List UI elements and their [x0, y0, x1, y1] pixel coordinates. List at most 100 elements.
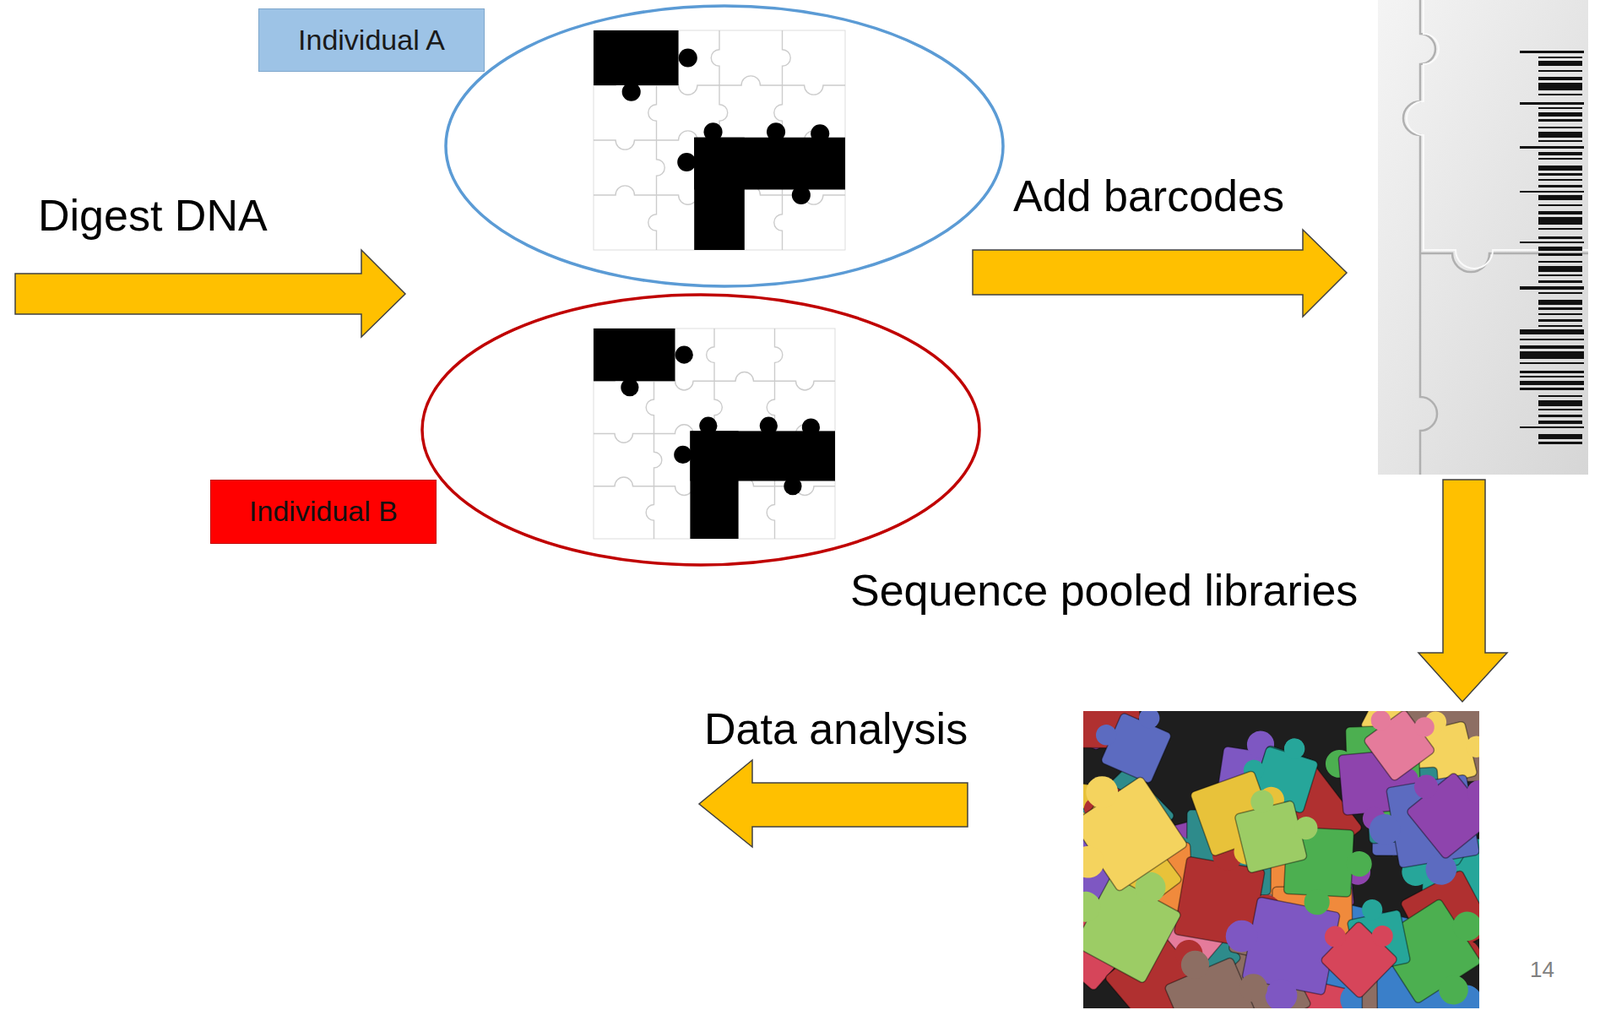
black-knob [810, 124, 830, 143]
piece-body [1234, 800, 1308, 874]
barcode-bar [1519, 329, 1584, 335]
black-piece [593, 30, 679, 86]
black-piece [689, 430, 738, 539]
block-arrow [972, 229, 1347, 317]
barcode-bar [1538, 408, 1583, 411]
black-knob [677, 152, 696, 172]
black-knob [673, 445, 692, 464]
puzzle-piece [1308, 897, 1411, 999]
barcode-bar [1538, 93, 1583, 96]
piece-knob [1463, 733, 1480, 760]
barcode-bar [1538, 76, 1583, 81]
barcode-bar [1538, 56, 1583, 59]
piece-knob [1409, 770, 1443, 804]
barcode-bar [1519, 102, 1584, 105]
barcode-bar [1538, 265, 1583, 272]
barcode-bar [1538, 227, 1583, 230]
barcode-bar [1538, 260, 1583, 263]
barcode-bar [1538, 195, 1583, 201]
barcode-bar [1519, 338, 1584, 341]
barcode-bar [1538, 319, 1583, 322]
barcode-bar [1538, 325, 1583, 327]
label-box: Individual B [210, 479, 437, 544]
piece-knob [1320, 921, 1351, 951]
barcode-bar [1519, 387, 1584, 391]
black-knob [622, 82, 641, 102]
piece-knob [1083, 770, 1124, 814]
piece-knob [1447, 905, 1480, 947]
barcode-bar [1538, 82, 1583, 91]
barcode-bar [1538, 253, 1583, 256]
piece-knob [1367, 921, 1398, 951]
label-box: Individual A [258, 8, 485, 72]
barcode-bar [1538, 211, 1583, 215]
black-piece [593, 328, 676, 381]
barcode-bar [1538, 395, 1583, 397]
piece-knob [1423, 851, 1459, 887]
piece-knob [1281, 735, 1308, 761]
puzzle-highlight [1406, 0, 1589, 269]
black-knob [620, 378, 639, 396]
puzzle-piece [1230, 778, 1325, 874]
puzzle-grid [593, 30, 846, 250]
barcode-bar [1519, 241, 1584, 244]
barcode-bar [1538, 60, 1583, 66]
puzzle-seam [1403, 0, 1589, 475]
block-arrow [699, 759, 968, 847]
barcode-bar [1538, 184, 1583, 188]
barcode-bar [1519, 375, 1584, 378]
barcode-bar [1538, 151, 1583, 156]
step-label: Sequence pooled libraries [850, 565, 1358, 617]
mixed-pieces-photo [1083, 710, 1480, 1009]
puzzle-board [593, 328, 836, 539]
barcode-bar [1519, 380, 1584, 386]
barcode-bar [1538, 307, 1583, 310]
black-knob [675, 346, 694, 364]
barcode-bar [1519, 146, 1584, 149]
step-label: Data analysis [704, 704, 968, 755]
barcode-bar [1538, 299, 1583, 305]
piece-knob [1366, 710, 1395, 734]
puzzle-picture [593, 30, 846, 250]
barcode-bar [1538, 313, 1583, 315]
block-arrow [1418, 479, 1508, 702]
barcode-puzzle-photo [1377, 0, 1589, 475]
puzzle-piece [1393, 746, 1480, 860]
piece-knob [1462, 775, 1480, 809]
step-label: Add barcodes [1013, 171, 1285, 223]
piece-body [1319, 920, 1399, 999]
group-ellipse [445, 5, 1004, 287]
barcode-bar [1519, 345, 1584, 349]
black-knob [791, 185, 811, 205]
piece-knob [1360, 897, 1385, 923]
barcode-bar [1538, 126, 1583, 129]
barcode-bar [1538, 119, 1583, 122]
barcode-bar [1538, 112, 1583, 117]
puzzle-piece [1083, 755, 1188, 906]
puzzle-piece [1155, 928, 1281, 1009]
barcode-bar [1519, 370, 1584, 374]
piece-knob [1135, 710, 1163, 733]
barcode-bar [1538, 274, 1583, 277]
barcode-bar [1538, 131, 1583, 138]
piece-knob [1433, 969, 1475, 1009]
barcode-bar [1538, 107, 1583, 109]
barcode-bar [1519, 50, 1584, 54]
piece-knob [1083, 885, 1107, 928]
barcode-bar [1538, 178, 1583, 181]
barcode-bar [1538, 420, 1583, 424]
block-arrow [15, 249, 406, 337]
puzzle-illustrations [593, 30, 846, 539]
piece-knob [1291, 813, 1320, 842]
puzzle-pieces [1083, 710, 1480, 1009]
puzzle-piece [1354, 710, 1449, 782]
box-label: Individual A [298, 23, 445, 57]
barcode-bar [1538, 70, 1583, 72]
barcode-bar [1538, 165, 1583, 171]
barcode-bar [1519, 286, 1584, 290]
barcode-bar [1538, 140, 1583, 142]
barcode-bar [1519, 362, 1584, 364]
black-knob [699, 417, 717, 435]
barcode-symbol [1519, 50, 1584, 445]
